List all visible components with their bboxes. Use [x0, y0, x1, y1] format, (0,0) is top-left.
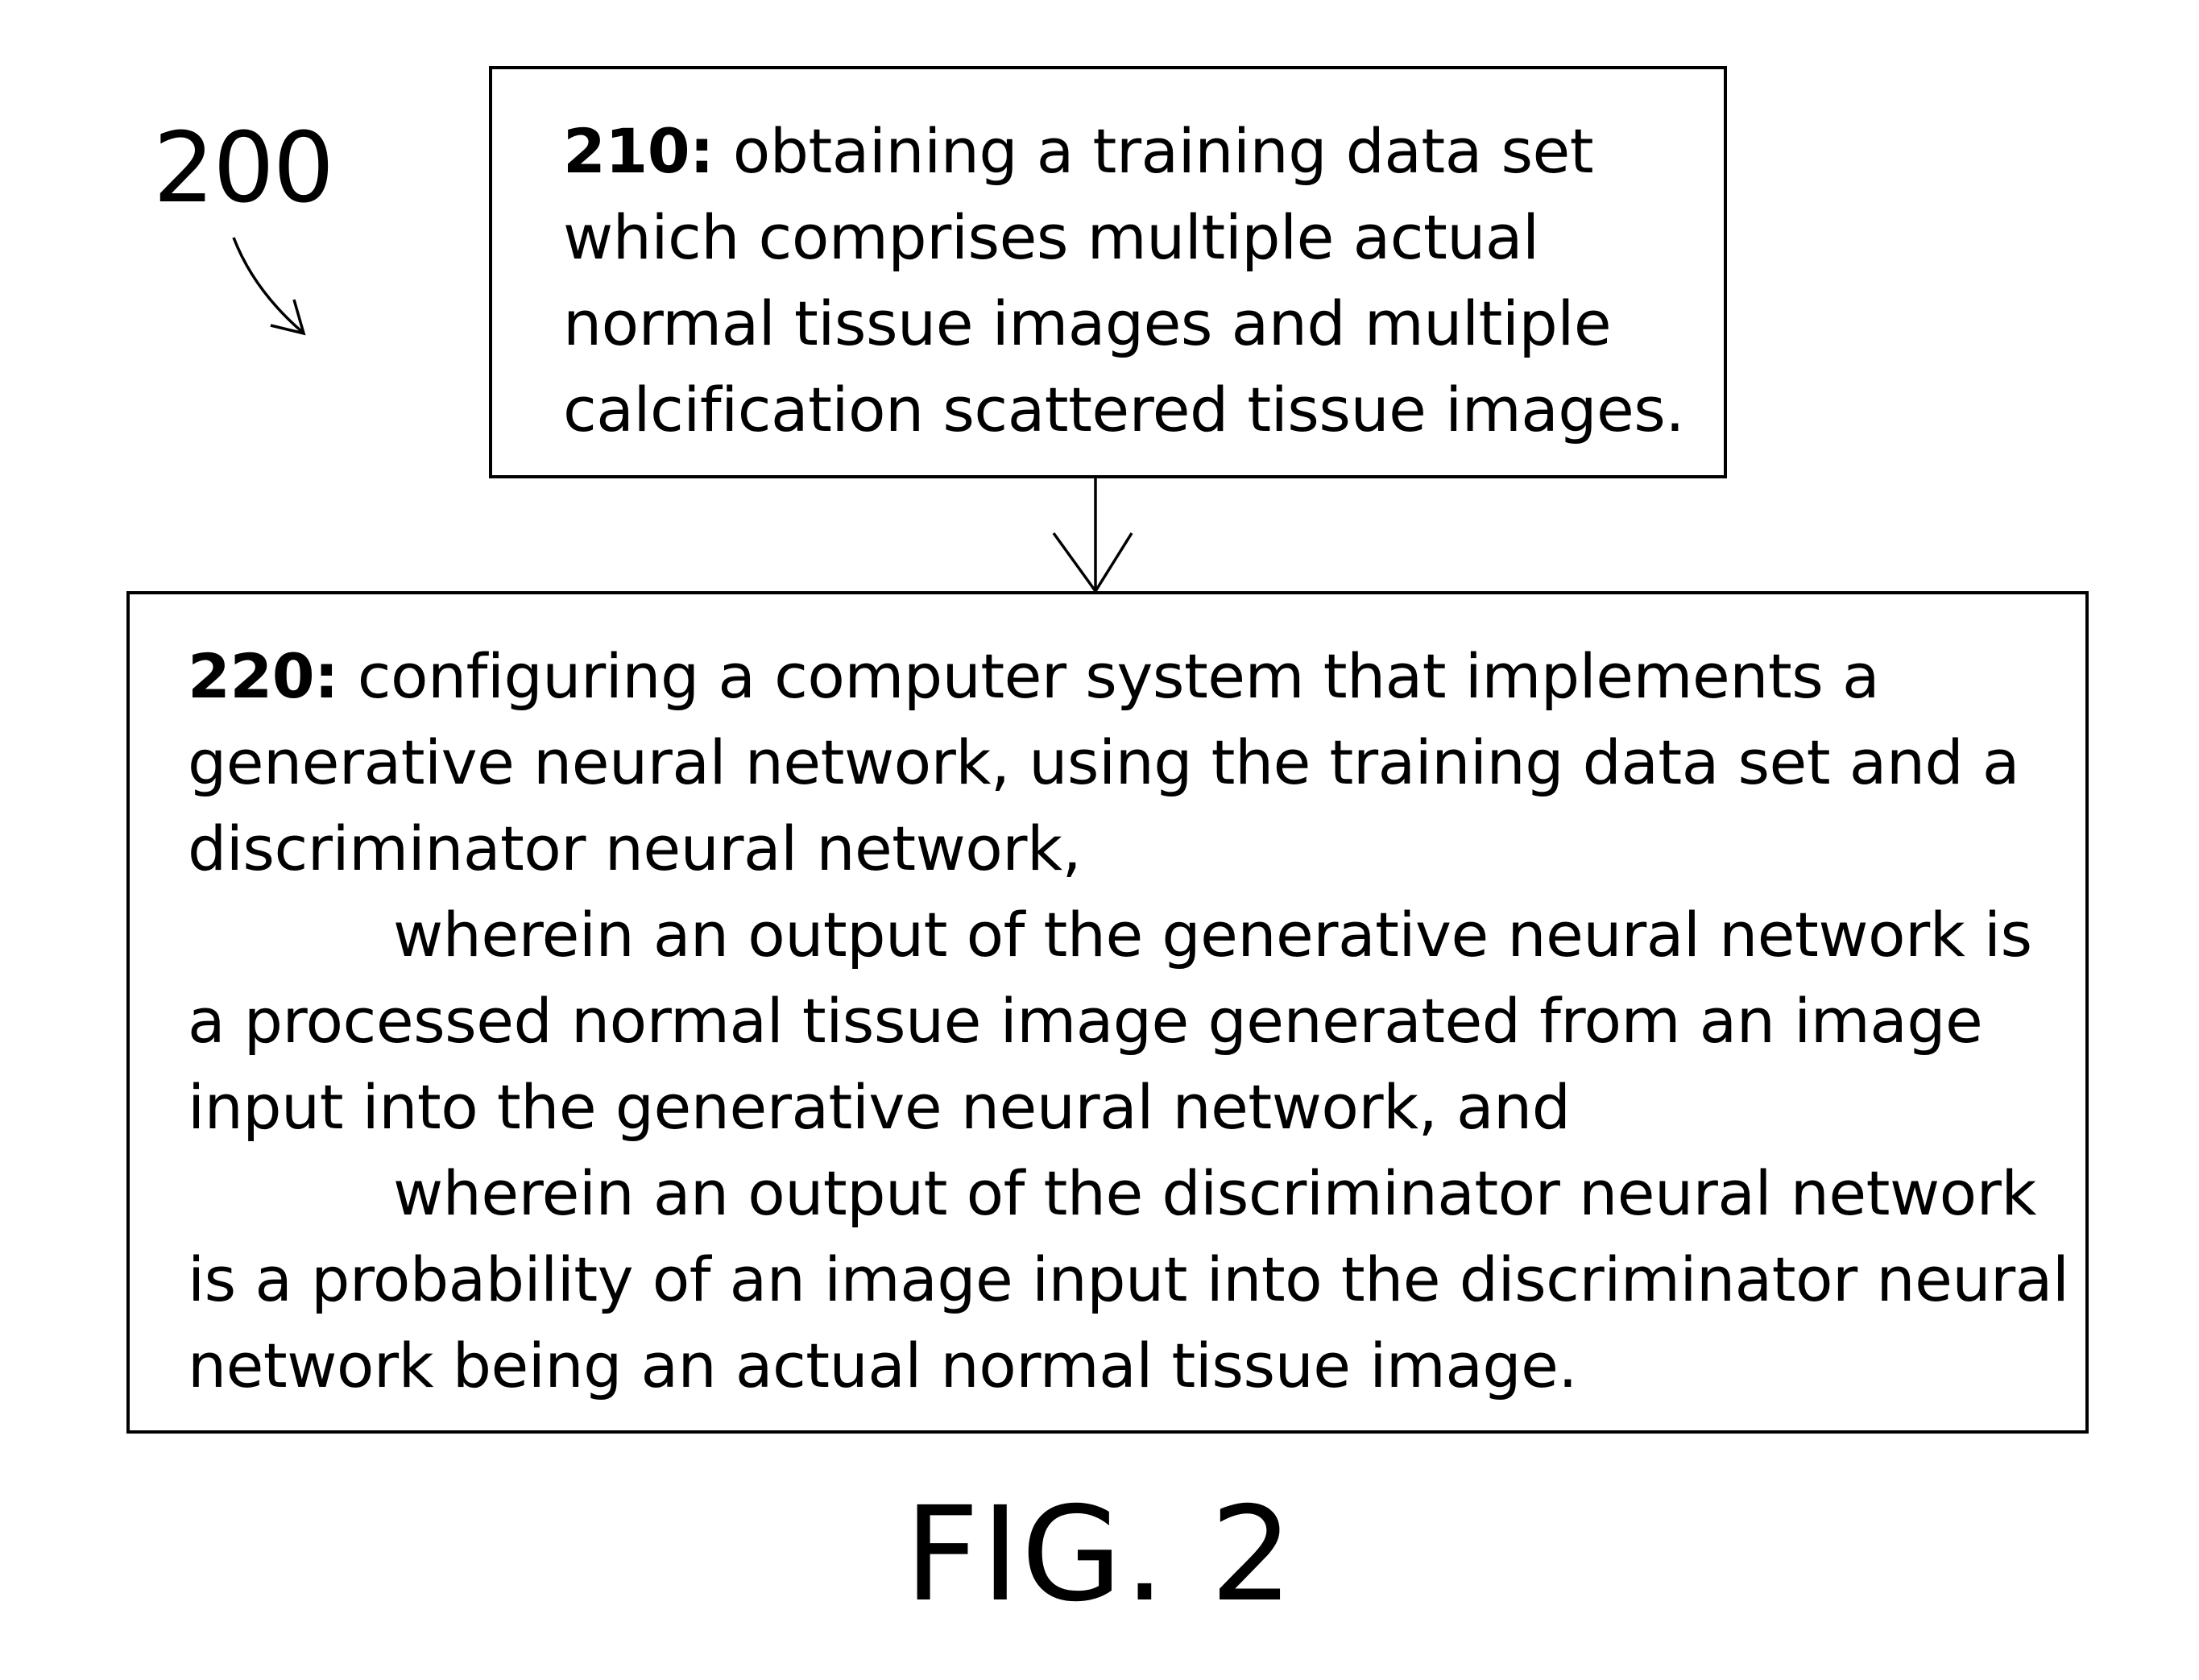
- step-220-line-5: a processed normal tissue image generate…: [188, 985, 1983, 1057]
- step-220-line-2: generative neural network, using the tra…: [188, 726, 2019, 798]
- flow-arrowhead: [1052, 532, 1133, 594]
- step-220-line-1-text: configuring a computer system that imple…: [338, 640, 1880, 712]
- step-210-line-4: calcification scattered tissue images.: [563, 374, 1685, 445]
- step-220-line-8: is a probability of an image input into …: [188, 1243, 2069, 1315]
- step-210-line-1: 210: obtaining a training data set: [563, 108, 1700, 194]
- step-210-line-2: which comprises multiple actual: [563, 201, 1539, 273]
- step-220-line-9: network being an actual normal tissue im…: [188, 1330, 1578, 1401]
- step-220-number: 220:: [188, 640, 339, 712]
- step-210-number: 210:: [563, 115, 714, 187]
- step-box-210: 210: obtaining a training data set which…: [489, 66, 1727, 478]
- step-220-line-6: input into the generative neural network…: [188, 1071, 1571, 1143]
- step-220-text: 220: configuring a computer system that …: [188, 633, 2069, 1409]
- step-220-line-4: wherein an output of the generative neur…: [393, 899, 2032, 970]
- reference-leader-arrowhead: [270, 299, 306, 336]
- step-220-line-1: 220: configuring a computer system that …: [188, 633, 2069, 719]
- reference-numeral: 200: [153, 113, 334, 225]
- step-box-220: 220: configuring a computer system that …: [126, 591, 2089, 1434]
- step-220-line-3: discriminator neural network,: [188, 813, 1082, 884]
- figure-label: FIG. 2: [904, 1479, 1295, 1631]
- step-210-line-1-text: obtaining a training data set: [714, 115, 1594, 187]
- step-210-text: 210: obtaining a training data set which…: [563, 108, 1700, 453]
- reference-leader-arrow: [232, 237, 304, 333]
- step-220-line-7: wherein an output of the discriminator n…: [393, 1157, 2036, 1229]
- step-210-line-3: normal tissue images and multiple: [563, 288, 1612, 359]
